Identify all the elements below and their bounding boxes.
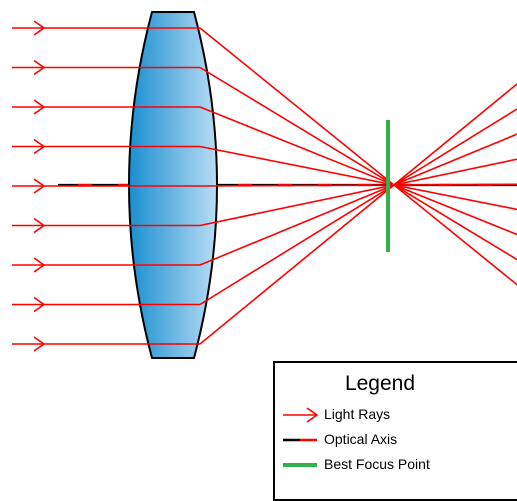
light-ray	[12, 108, 517, 313]
legend: Legend Light Rays Optical Axis Best Focu…	[273, 361, 517, 501]
light-ray	[12, 138, 517, 211]
legend-title: Legend	[344, 372, 416, 395]
lens	[128, 11, 218, 359]
legend-label: Optical Axis	[324, 431, 398, 447]
legend-label: Best Focus Point	[324, 456, 430, 472]
light-ray	[12, 20, 517, 286]
legend-item-light-rays: Light Rays	[281, 405, 501, 425]
legend-item-optical-axis: Optical Axis	[281, 430, 501, 450]
light-ray	[12, 133, 517, 273]
light-ray	[12, 99, 517, 236]
light-ray	[12, 59, 517, 261]
light-ray	[12, 158, 517, 234]
light-ray	[12, 82, 517, 352]
dashed-line-icon	[283, 438, 317, 442]
lens-diagram	[12, 11, 517, 359]
solid-line-icon	[283, 463, 317, 467]
arrow-icon	[283, 407, 319, 423]
light-ray	[12, 178, 517, 194]
legend-label: Light Rays	[324, 406, 391, 422]
legend-item-best-focus-point: Best Focus Point	[281, 455, 501, 475]
